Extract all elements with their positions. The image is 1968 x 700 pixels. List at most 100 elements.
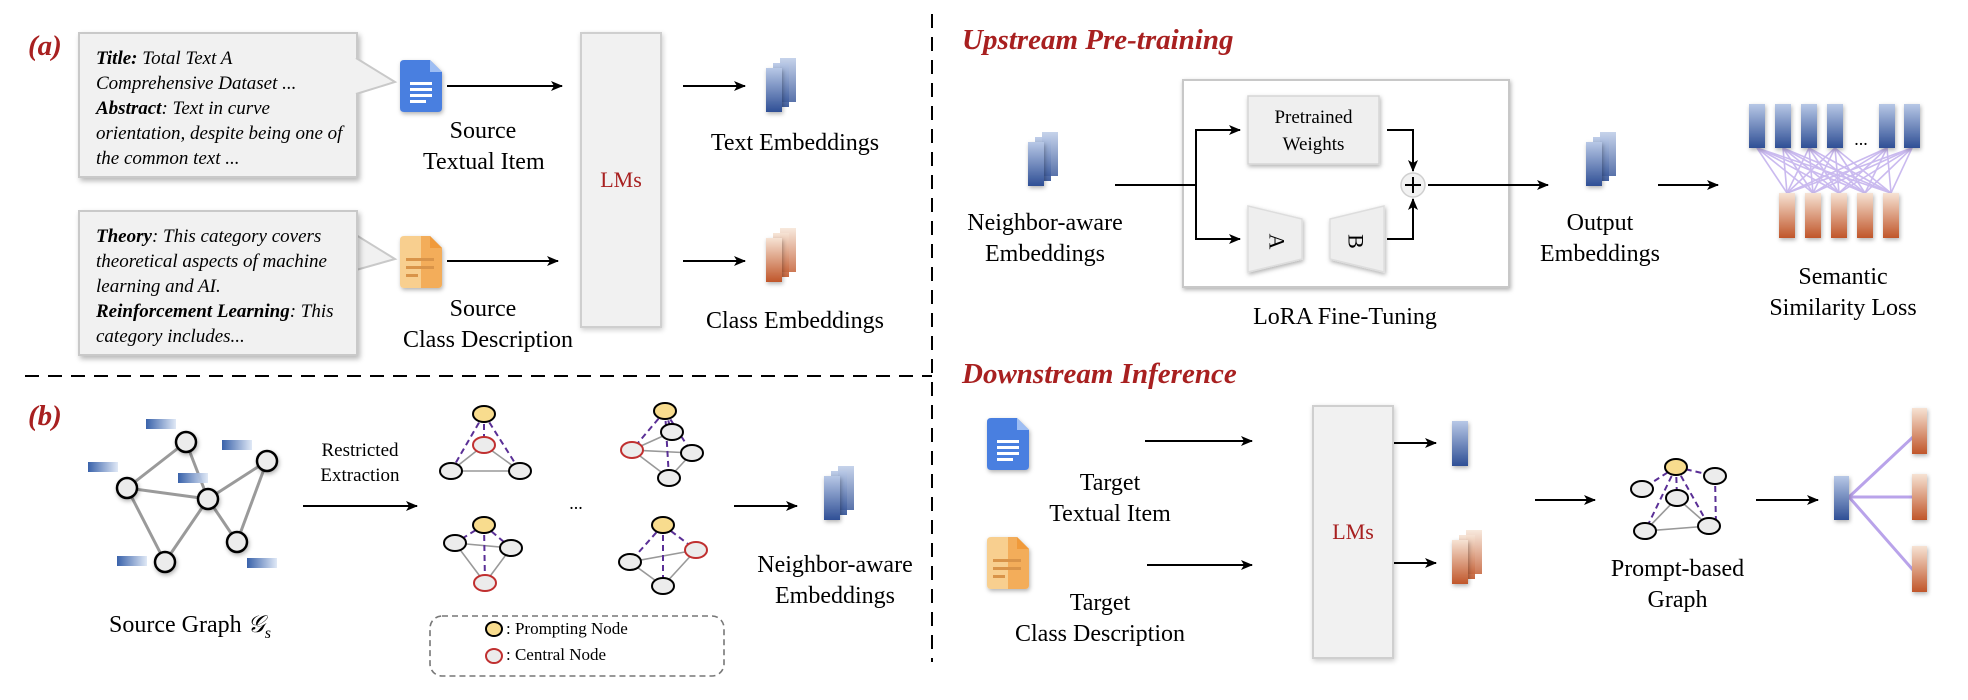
text-embeddings-label: Text Embeddings — [710, 130, 880, 156]
lora-a-label: A — [1264, 233, 1290, 250]
panel-a-tag: (a) — [28, 30, 62, 62]
subgraph-3 — [443, 516, 523, 592]
label-line: Embeddings — [1540, 241, 1660, 267]
label-line: Class Description — [403, 327, 573, 353]
label-line: Output — [1566, 210, 1634, 236]
neighbor-embeddings-label: Neighbor-aware Embeddings — [745, 550, 925, 612]
graph-symbol: 𝒢 — [247, 612, 265, 638]
lora-a-trapezoid — [1247, 205, 1303, 273]
theory-value: : This category covers theoretical aspec… — [96, 226, 327, 297]
upstream-title: Upstream Pre-training — [962, 24, 1234, 56]
classification-fan — [1847, 435, 1915, 571]
similarity-edge — [1786, 147, 1913, 194]
label-line: Neighbor-aware — [757, 552, 913, 578]
similarity-edge — [1756, 147, 1788, 194]
similarity-connections — [1756, 147, 1913, 194]
target-class-description-label: Target Class Description — [1000, 588, 1200, 650]
class-embedding-bar — [1779, 193, 1795, 238]
arrow-b-to-plus — [1387, 198, 1418, 240]
source-class-description-label: Source Class Description — [403, 294, 573, 356]
lm-label: LMs — [1332, 519, 1374, 544]
legend-labels: : Prompting Node : Central Node — [506, 616, 706, 668]
loss-ellipsis: ... — [1854, 129, 1868, 149]
graph-node — [225, 530, 249, 554]
restricted-extraction-label: Restricted Extraction — [300, 438, 420, 488]
output-embedding-bar — [1801, 104, 1817, 148]
label-line: Target — [1079, 470, 1141, 496]
label-line: Textual Item — [423, 149, 545, 175]
similarity-edge — [1838, 147, 1913, 194]
rl-value: : This category includes... — [96, 301, 334, 347]
class-embeddings-stack-icon — [766, 228, 796, 282]
label-line: Target — [1069, 590, 1131, 616]
label-line: Embeddings — [985, 241, 1105, 267]
label-line: Restricted — [321, 440, 399, 461]
similarity-edge — [1786, 147, 1810, 194]
class-embedding-3-icon — [1912, 546, 1927, 592]
graph-node — [174, 430, 198, 454]
similarity-edge — [1890, 147, 1913, 194]
legend-prompting-node: : Prompting Node — [506, 619, 628, 638]
subgraph-1 — [439, 405, 532, 480]
arrow-to-lora-a — [1195, 185, 1241, 244]
class-embedding-bar — [1805, 193, 1821, 238]
graph-subscript: s — [264, 624, 271, 642]
title-field-label: Title: — [96, 48, 138, 69]
label-line: Textual Item — [1049, 501, 1171, 527]
semantic-similarity-loss-label: Semantic Similarity Loss — [1748, 262, 1938, 324]
similarity-edge — [1786, 147, 1836, 194]
similarity-edge — [1786, 147, 1888, 194]
class-embedding-bar — [1857, 193, 1873, 238]
label-line: Prompt-based — [1610, 556, 1745, 582]
prompting-node-legend-icon — [485, 621, 503, 637]
graph-node — [153, 550, 177, 574]
label-text: Source Graph — [109, 612, 242, 638]
class-description-callout: Theory: This category covers theoretical… — [78, 210, 358, 356]
source-graph — [88, 419, 279, 574]
upstream-input-label: Neighbor-aware Embeddings — [955, 208, 1135, 270]
downstream-class-embeddings-stack-icon — [1452, 530, 1482, 584]
class-embedding-1-icon — [1912, 408, 1927, 454]
similarity-edge — [1864, 147, 1913, 194]
graph-node — [196, 487, 220, 511]
output-embeddings-stack-icon — [1586, 132, 1616, 186]
legend-box — [429, 615, 725, 677]
label-line: Extraction — [320, 465, 400, 486]
upstream-input-embeddings-icon — [1028, 132, 1058, 186]
pretrained-weights-box — [1247, 95, 1380, 165]
label-line: Class Description — [1015, 621, 1185, 647]
central-node-legend-icon — [485, 648, 503, 664]
target-orange-document-icon — [987, 537, 1029, 589]
class-embedding-bar — [1883, 193, 1899, 238]
legend-central-node: : Central Node — [506, 645, 607, 664]
similarity-top-embeddings — [1749, 104, 1920, 148]
title-field-value: Total Text A Comprehensive Dataset ... — [96, 48, 297, 94]
downstream-title: Downstream Inference — [962, 358, 1237, 390]
target-blue-document-icon — [987, 418, 1029, 470]
orange-document-icon — [400, 236, 442, 288]
lora-caption: LoRA Fine-Tuning — [1253, 304, 1437, 330]
similarity-bottom-embeddings — [1779, 193, 1899, 238]
text-embeddings-stack-icon — [766, 58, 796, 112]
similarity-edge — [1812, 147, 1913, 194]
label-line: Graph — [1647, 587, 1708, 613]
class-embedding-2-icon — [1912, 474, 1927, 520]
class-embeddings-label: Class Embeddings — [706, 308, 884, 334]
lora-b-trapezoid — [1329, 205, 1385, 273]
output-embedding-bar — [1749, 104, 1765, 148]
label-line: Weights — [1282, 134, 1345, 155]
target-textual-item-label: Target Textual Item — [1030, 468, 1190, 530]
source-graph-label: Source Graph 𝒢s — [80, 610, 300, 649]
arrow-to-pretrained — [1195, 125, 1241, 185]
prompt-based-graph-label: Prompt-based Graph — [1600, 554, 1755, 616]
pretrained-weights-label: Pretrained Weights — [1248, 104, 1379, 158]
subgraph-ellipsis: ... — [569, 493, 583, 513]
theory-label: Theory — [96, 226, 152, 247]
label-line: Semantic — [1798, 264, 1888, 290]
label-line: Neighbor-aware — [967, 210, 1123, 236]
output-embeddings-label: Output Embeddings — [1530, 208, 1670, 270]
lm-label: LMs — [600, 167, 642, 192]
neighbor-embeddings-stack-icon — [824, 466, 854, 520]
lm-box-target: LMs — [1312, 405, 1394, 659]
